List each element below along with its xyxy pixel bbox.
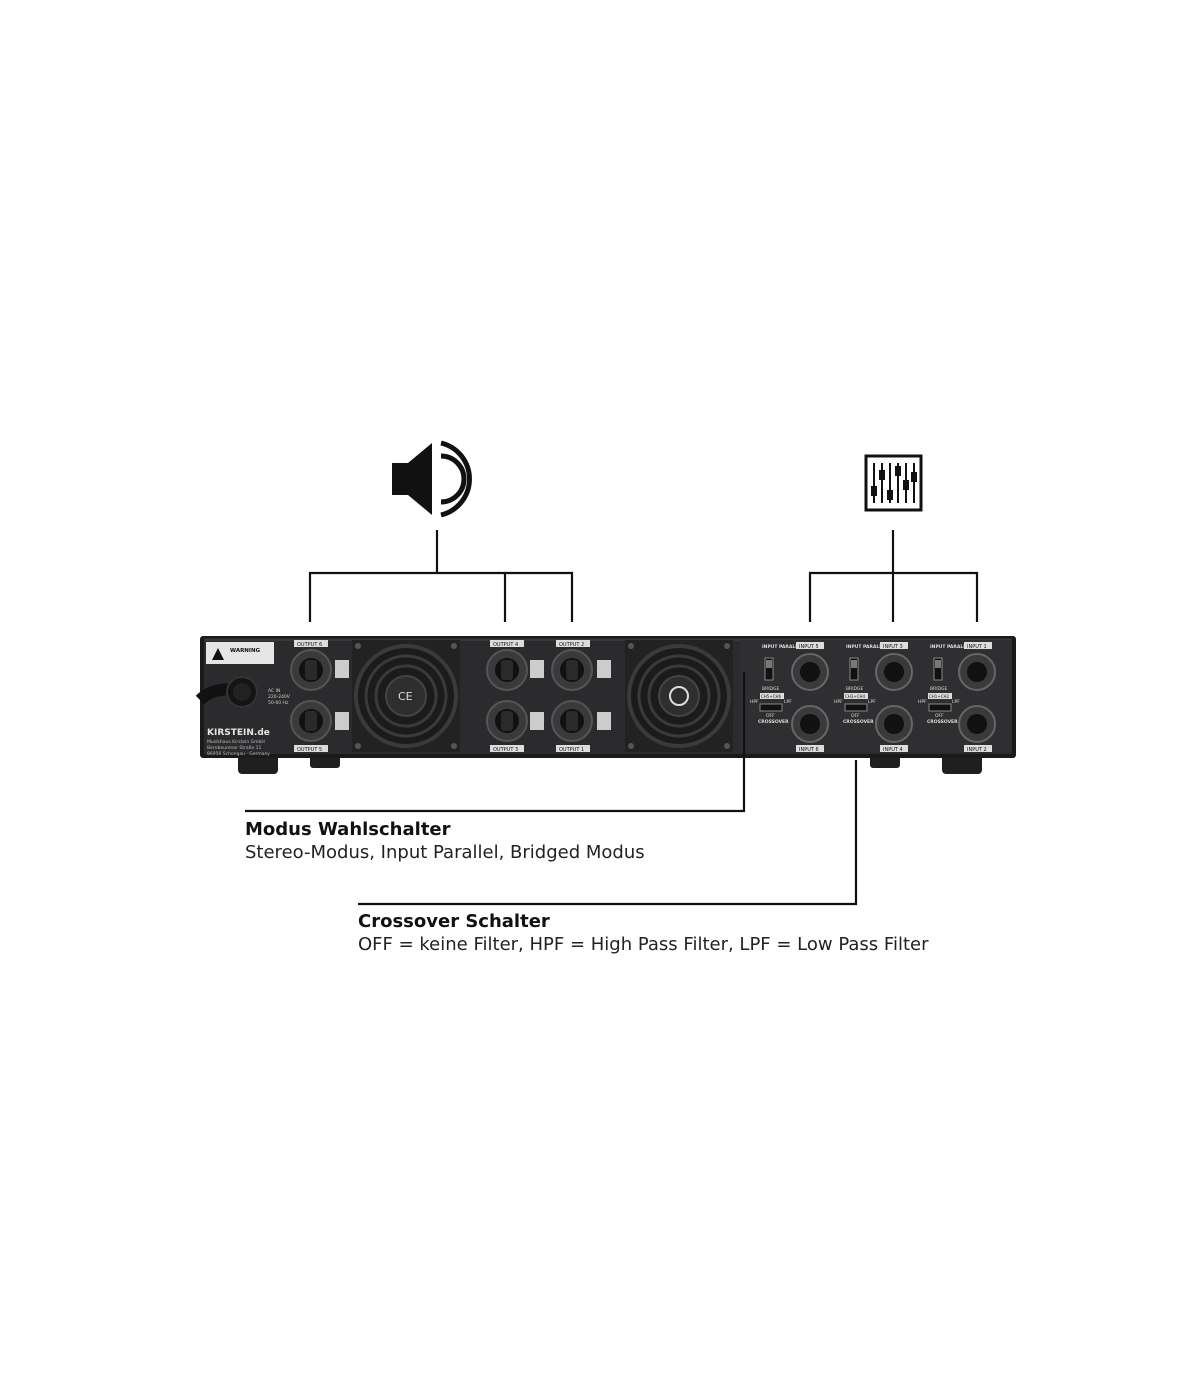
amplifier-rear-panel: WARNING KIRSTEIN.de Musikhaus Kirstein G… xyxy=(195,636,1016,774)
svg-text:OUTPUT 3: OUTPUT 3 xyxy=(493,747,518,753)
crossover-switch-callout: Crossover Schalter OFF = keine Filter, H… xyxy=(358,910,928,956)
company-line-2: Bernbeurener Straße 11 xyxy=(207,745,262,751)
mode-switch-leader xyxy=(245,672,746,813)
speakon-output-5: OUTPUT 5 xyxy=(290,700,332,753)
mode-switch-callout: Modus Wahlschalter Stereo-Modus, Input P… xyxy=(245,818,645,864)
svg-text:CH3+CH4: CH3+CH4 xyxy=(845,694,865,699)
speakon-output-4: OUTPUT 4 xyxy=(486,640,528,691)
svg-text:CH5+CH6: CH5+CH6 xyxy=(761,694,781,699)
svg-text:OUTPUT 1: OUTPUT 1 xyxy=(559,747,584,753)
mode-switch-desc: Stereo-Modus, Input Parallel, Bridged Mo… xyxy=(245,842,645,863)
svg-text:CROSSOVER: CROSSOVER xyxy=(927,719,958,725)
warning-text: WARNING xyxy=(230,648,261,654)
svg-text:OUTPUT 2: OUTPUT 2 xyxy=(559,642,584,648)
svg-text:HPF: HPF xyxy=(834,699,843,705)
company-line-3: 86956 Schongau · Germany xyxy=(207,751,270,757)
crossover-switch-desc: OFF = keine Filter, HPF = High Pass Filt… xyxy=(358,934,929,955)
cooling-fan-2 xyxy=(625,640,733,752)
svg-text:INPUT PARALLEL: INPUT PARALLEL xyxy=(930,644,972,650)
svg-text:LPF: LPF xyxy=(784,699,792,705)
svg-text:INPUT 1: INPUT 1 xyxy=(967,644,987,650)
svg-text:LPF: LPF xyxy=(952,699,960,705)
svg-text:INPUT 4: INPUT 4 xyxy=(883,747,903,753)
svg-text:INPUT 5: INPUT 5 xyxy=(799,644,819,650)
ac-in-label: AC IN 220-240V 50-60 Hz xyxy=(268,688,291,706)
crossover-switch-leader xyxy=(358,760,858,906)
crossover-switch-title: Crossover Schalter xyxy=(358,911,550,932)
brand-name: KIRSTEIN.de xyxy=(207,728,270,738)
svg-text:HPF: HPF xyxy=(750,699,759,705)
speakon-output-6: OUTPUT 6 xyxy=(290,640,332,691)
svg-text:OFF: OFF xyxy=(851,713,860,719)
ce-mark: CE xyxy=(398,690,413,703)
output-bracket-lines xyxy=(308,530,574,622)
input-group-a: INPUT PARALLEL BRIDGE CH5+CH6 HPF LPF OF… xyxy=(750,642,829,753)
brand-block: KIRSTEIN.de Musikhaus Kirstein GmbH Bern… xyxy=(207,728,270,757)
svg-text:HPF: HPF xyxy=(918,699,927,705)
company-line-1: Musikhaus Kirstein GmbH xyxy=(207,739,265,745)
svg-text:INPUT 2: INPUT 2 xyxy=(967,747,987,753)
svg-text:OFF: OFF xyxy=(935,713,944,719)
svg-text:INPUT 3: INPUT 3 xyxy=(883,644,903,650)
svg-text:BRIDGE: BRIDGE xyxy=(930,686,947,692)
svg-text:BRIDGE: BRIDGE xyxy=(846,686,863,692)
input-group-b: INPUT PARALLEL BRIDGE CH3+CH4 HPF LPF OF… xyxy=(834,642,913,753)
svg-text:LPF: LPF xyxy=(868,699,876,705)
ac-in-line-2: 220-240V xyxy=(268,694,291,700)
svg-text:OFF: OFF xyxy=(766,713,775,719)
speakon-output-1: OUTPUT 1 xyxy=(551,700,593,753)
mixer-faders-icon xyxy=(864,454,923,512)
ac-in-line-3: 50-60 Hz xyxy=(268,700,289,706)
svg-text:OUTPUT 6: OUTPUT 6 xyxy=(297,642,322,648)
svg-text:BRIDGE: BRIDGE xyxy=(762,686,779,692)
input-group-c: INPUT PARALLEL BRIDGE CH1+CH2 HPF LPF OF… xyxy=(918,642,996,753)
svg-text:INPUT 6: INPUT 6 xyxy=(799,747,819,753)
svg-text:OUTPUT 5: OUTPUT 5 xyxy=(297,747,322,753)
speakon-output-3: OUTPUT 3 xyxy=(486,700,528,753)
svg-text:INPUT PARALLEL: INPUT PARALLEL xyxy=(846,644,888,650)
cooling-fan-1: CE xyxy=(352,640,460,752)
input-bracket-lines xyxy=(808,530,979,622)
speaker-icon xyxy=(392,440,472,518)
svg-text:INPUT PARALLEL: INPUT PARALLEL xyxy=(762,644,804,650)
speakon-output-2: OUTPUT 2 xyxy=(551,640,593,691)
svg-text:OUTPUT 4: OUTPUT 4 xyxy=(493,642,518,648)
ac-in-line-1: AC IN xyxy=(268,688,280,694)
mode-switch-title: Modus Wahlschalter xyxy=(245,819,451,840)
callout-lines xyxy=(245,672,858,906)
svg-text:CH1+CH2: CH1+CH2 xyxy=(929,694,949,699)
svg-text:CROSSOVER: CROSSOVER xyxy=(843,719,874,725)
svg-text:CROSSOVER: CROSSOVER xyxy=(758,719,789,725)
